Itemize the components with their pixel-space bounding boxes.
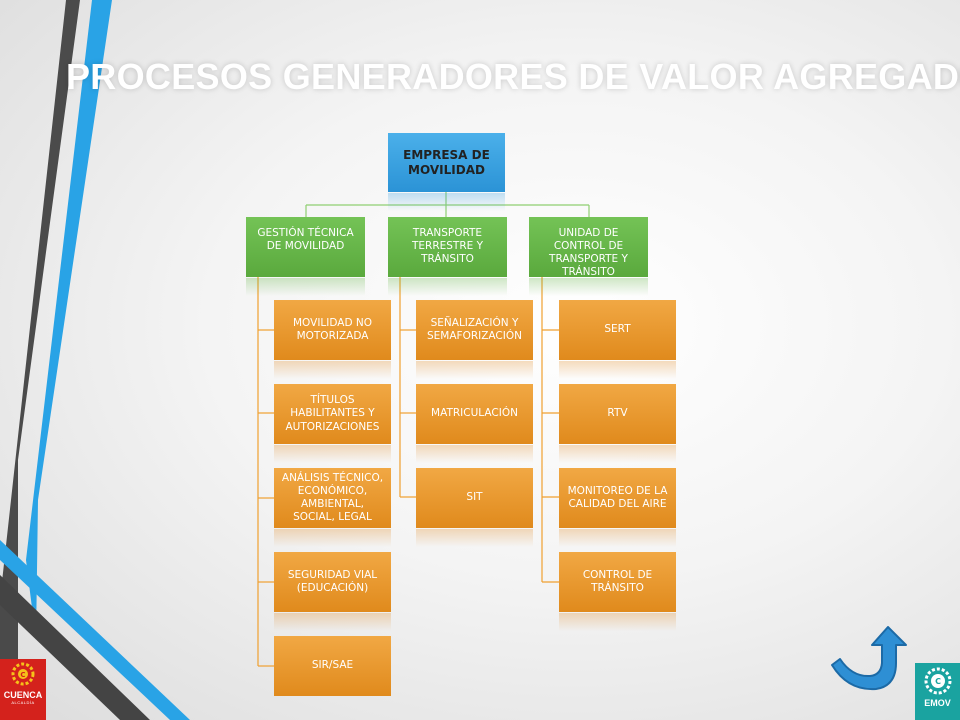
- cuenca-logo-sub: ALCALDÍA: [11, 700, 35, 705]
- cuenca-logo: C CUENCA ALCALDÍA: [0, 659, 46, 720]
- leaf-reflection: [559, 361, 676, 379]
- leaf-reflection: [416, 529, 533, 547]
- org-leaf-titulos-habilitantes[interactable]: TÍTULOS HABILITANTES Y AUTORIZACIONES: [274, 384, 391, 444]
- cuenca-sun-icon: C: [11, 662, 35, 686]
- org-leaf-sit[interactable]: SIT: [416, 468, 533, 528]
- cuenca-logo-name: CUENCA: [3, 690, 43, 700]
- leaf-reflection: [559, 613, 676, 631]
- leaf-reflection: [274, 613, 391, 631]
- leaf-reflection: [274, 361, 391, 379]
- node-reflection: [246, 278, 365, 296]
- emov-gear-icon: C: [924, 667, 951, 695]
- leaf-reflection: [274, 445, 391, 463]
- org-leaf-sir-sae[interactable]: SIR/SAE: [274, 636, 391, 696]
- root-reflection: [388, 193, 505, 211]
- curved-back-arrow-icon[interactable]: [826, 625, 910, 697]
- org-leaf-control-transito[interactable]: CONTROL DE TRÁNSITO: [559, 552, 676, 612]
- svg-text:C: C: [935, 677, 941, 686]
- node-reflection: [529, 278, 648, 296]
- org-node-transporte-terrestre[interactable]: TRANSPORTE TERRESTRE Y TRÁNSITO: [388, 217, 507, 277]
- org-node-unidad-control[interactable]: UNIDAD DE CONTROL DE TRANSPORTE Y TRÁNSI…: [529, 217, 648, 278]
- leaf-reflection: [274, 529, 391, 547]
- leaf-reflection: [559, 445, 676, 463]
- node-reflection: [388, 278, 507, 296]
- emov-logo-name: EMOV: [924, 698, 951, 708]
- slide-title: PROCESOS GENERADORES DE VALOR AGREGADO: [66, 56, 960, 97]
- org-leaf-sert[interactable]: SERT: [559, 300, 676, 360]
- emov-logo: C EMOV: [915, 663, 960, 720]
- org-leaf-monitoreo-aire[interactable]: MONITOREO DE LA CALIDAD DEL AIRE: [559, 468, 676, 528]
- leaf-reflection: [416, 361, 533, 379]
- org-leaf-analisis-tecnico[interactable]: ANÁLISIS TÉCNICO, ECONÓMICO, AMBIENTAL, …: [274, 468, 391, 528]
- org-leaf-senalizacion[interactable]: SEÑALIZACIÓN Y SEMAFORIZACIÓN: [416, 300, 533, 360]
- leaf-reflection: [416, 445, 533, 463]
- org-leaf-matriculacion[interactable]: MATRICULACIÓN: [416, 384, 533, 444]
- org-leaf-seguridad-vial[interactable]: SEGURIDAD VIAL (EDUCACIÓN): [274, 552, 391, 612]
- leaf-reflection: [559, 529, 676, 547]
- org-leaf-movilidad-no-motorizada[interactable]: MOVILIDAD NO MOTORIZADA: [274, 300, 391, 360]
- org-node-gestion-tecnica[interactable]: GESTIÓN TÉCNICA DE MOVILIDAD: [246, 217, 365, 277]
- org-root-empresa-de-movilidad[interactable]: EMPRESA DE MOVILIDAD: [388, 133, 505, 192]
- org-leaf-rtv[interactable]: RTV: [559, 384, 676, 444]
- svg-text:C: C: [20, 671, 25, 679]
